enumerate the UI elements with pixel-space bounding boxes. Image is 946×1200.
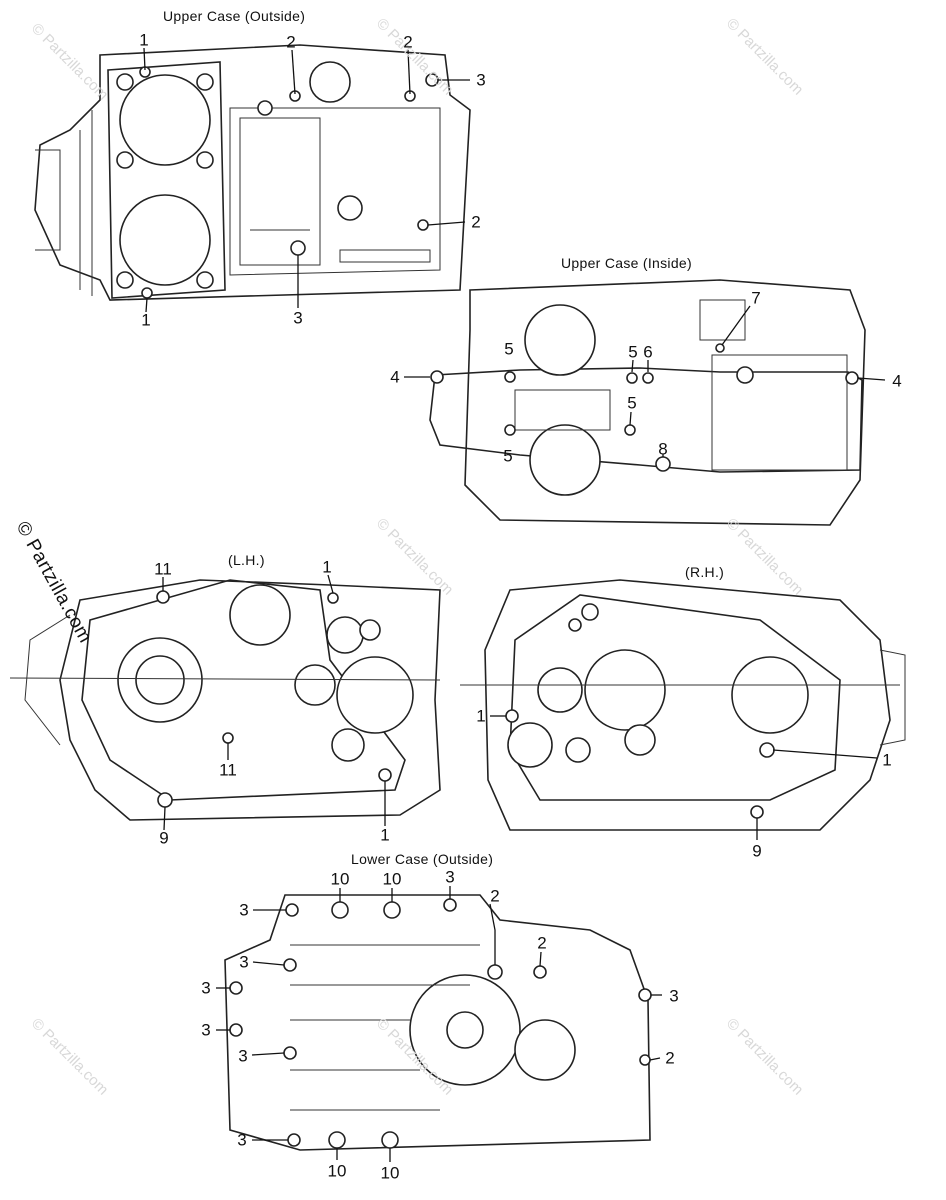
- title-lh: (L.H.): [228, 552, 265, 568]
- lower-case-outside-drawing: [224, 894, 652, 1151]
- callout-label: 7: [751, 288, 761, 308]
- callout-label: 5: [503, 446, 513, 466]
- title-upper-case-outside: Upper Case (Outside): [163, 8, 306, 24]
- callout-label: 2: [286, 32, 296, 52]
- callout-label: 3: [201, 1020, 211, 1040]
- callout-label: 4: [390, 367, 400, 387]
- callout-label: 3: [445, 867, 455, 887]
- callout-label: 3: [293, 308, 303, 328]
- callout-label: 5: [504, 339, 514, 359]
- callout-label: 2: [471, 212, 481, 232]
- callout-label: 4: [892, 371, 902, 391]
- callout-label: 2: [490, 886, 500, 906]
- lh-case-drawing: [9, 579, 441, 821]
- title-rh: (R.H.): [685, 564, 725, 580]
- callout-label: 3: [476, 70, 486, 90]
- callout-label: 9: [159, 828, 169, 848]
- callout-label: 1: [882, 750, 892, 770]
- callout-label: 1: [141, 310, 151, 330]
- callout-label: 2: [403, 32, 413, 52]
- callout-label: 8: [658, 439, 668, 459]
- upper-case-inside-drawing: [429, 279, 866, 526]
- title-lower-case-outside: Lower Case (Outside): [351, 851, 494, 867]
- callout-label: 10: [380, 1163, 400, 1183]
- callout-label: 2: [665, 1048, 675, 1068]
- callout-label: 3: [238, 1046, 248, 1066]
- callout-label: 5: [627, 393, 637, 413]
- leader-lines: [143, 47, 886, 1162]
- callout-label: 10: [330, 869, 350, 889]
- rh-case-drawing: [460, 579, 906, 831]
- callout-label: 3: [237, 1130, 247, 1150]
- callout-label: 3: [669, 986, 679, 1006]
- callout-label: 1: [380, 825, 390, 845]
- callout-label: 11: [154, 559, 172, 579]
- callout-label: 1: [139, 30, 149, 50]
- callout-label: 3: [239, 952, 249, 972]
- callout-label: 2: [537, 933, 547, 953]
- callout-label: 10: [327, 1161, 347, 1181]
- callout-label: 10: [382, 869, 402, 889]
- upper-case-outside-drawing: [34, 44, 471, 301]
- callout-label: 9: [752, 841, 762, 861]
- callout-label: 1: [322, 557, 332, 577]
- callout-label: 1: [476, 706, 486, 726]
- callout-label: 6: [643, 342, 653, 362]
- title-upper-case-inside: Upper Case (Inside): [561, 255, 692, 271]
- callout-label: 3: [239, 900, 249, 920]
- callout-label: 3: [201, 978, 211, 998]
- callout-label: 5: [628, 342, 638, 362]
- callout-label: 11: [219, 760, 237, 780]
